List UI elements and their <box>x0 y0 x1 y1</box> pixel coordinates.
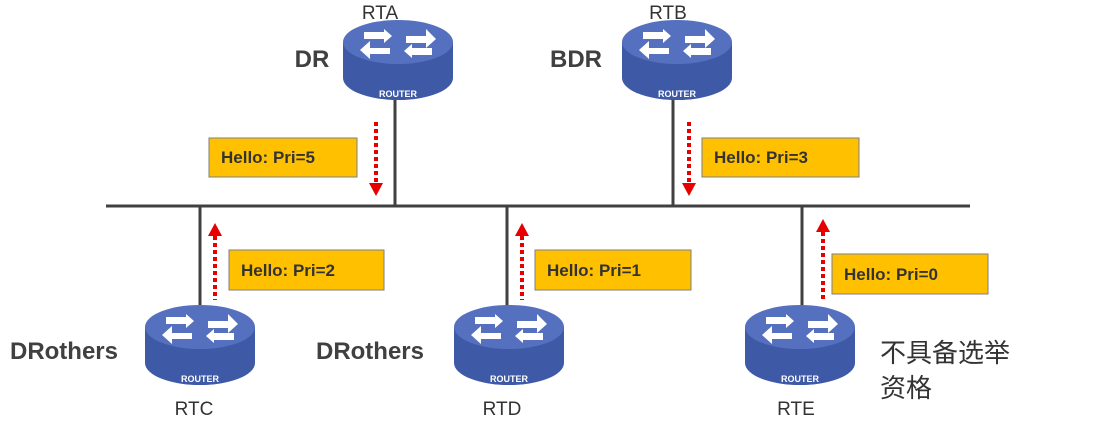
router-rtd: ROUTER RTD DRothers <box>316 305 564 420</box>
router-name-rtd: RTD <box>483 399 522 420</box>
hello-box-rtd: Hello: Pri=1 <box>534 249 692 291</box>
router-name-rtc: RTC <box>175 399 214 420</box>
hello-text-rtd: Hello: Pri=1 <box>547 261 641 280</box>
hello-text-rta: Hello: Pri=5 <box>221 148 315 167</box>
router-icon: ROUTER <box>145 305 255 385</box>
hello-arrow-rtc <box>208 223 222 300</box>
router-icon: ROUTER <box>622 20 732 100</box>
router-icon: ROUTER <box>343 20 453 100</box>
router-name-rta: RTA <box>362 3 399 24</box>
hello-text-rtb: Hello: Pri=3 <box>714 148 808 167</box>
router-rtc: ROUTER RTC DRothers <box>10 305 255 420</box>
hello-arrow-rta <box>369 122 383 196</box>
router-rtb: RTB ROUTER BDR <box>550 3 732 100</box>
rte-note-line2: 资格 <box>880 374 932 404</box>
hello-box-rtb: Hello: Pri=3 <box>701 137 860 178</box>
router-rte: ROUTER RTE 不具备选举 资格 <box>745 305 1010 420</box>
hello-box-rtc: Hello: Pri=2 <box>228 249 385 291</box>
hello-arrow-rtb <box>682 122 696 196</box>
router-icon-label: ROUTER <box>658 89 697 99</box>
router-name-rtb: RTB <box>649 3 687 24</box>
router-icon-label: ROUTER <box>379 89 418 99</box>
router-icon-label: ROUTER <box>781 374 820 384</box>
router-icon-label: ROUTER <box>490 374 529 384</box>
rte-note-line1: 不具备选举 <box>880 339 1010 369</box>
router-icon-label: ROUTER <box>181 374 220 384</box>
hello-text-rte: Hello: Pri=0 <box>844 265 938 284</box>
router-rta: RTA ROUTER DR <box>295 3 453 100</box>
hello-text-rtc: Hello: Pri=2 <box>241 261 335 280</box>
role-label-rtb: BDR <box>550 46 602 73</box>
hello-arrow-rte <box>816 219 830 300</box>
router-icon: ROUTER <box>454 305 564 385</box>
router-icon: ROUTER <box>745 305 855 385</box>
role-label-rta: DR <box>295 46 330 73</box>
hello-arrow-rtd <box>515 223 529 300</box>
role-label-rtd: DRothers <box>316 338 424 365</box>
hello-box-rta: Hello: Pri=5 <box>208 137 358 178</box>
router-name-rte: RTE <box>777 399 815 420</box>
hello-box-rte: Hello: Pri=0 <box>831 253 989 295</box>
role-label-rtc: DRothers <box>10 338 118 365</box>
